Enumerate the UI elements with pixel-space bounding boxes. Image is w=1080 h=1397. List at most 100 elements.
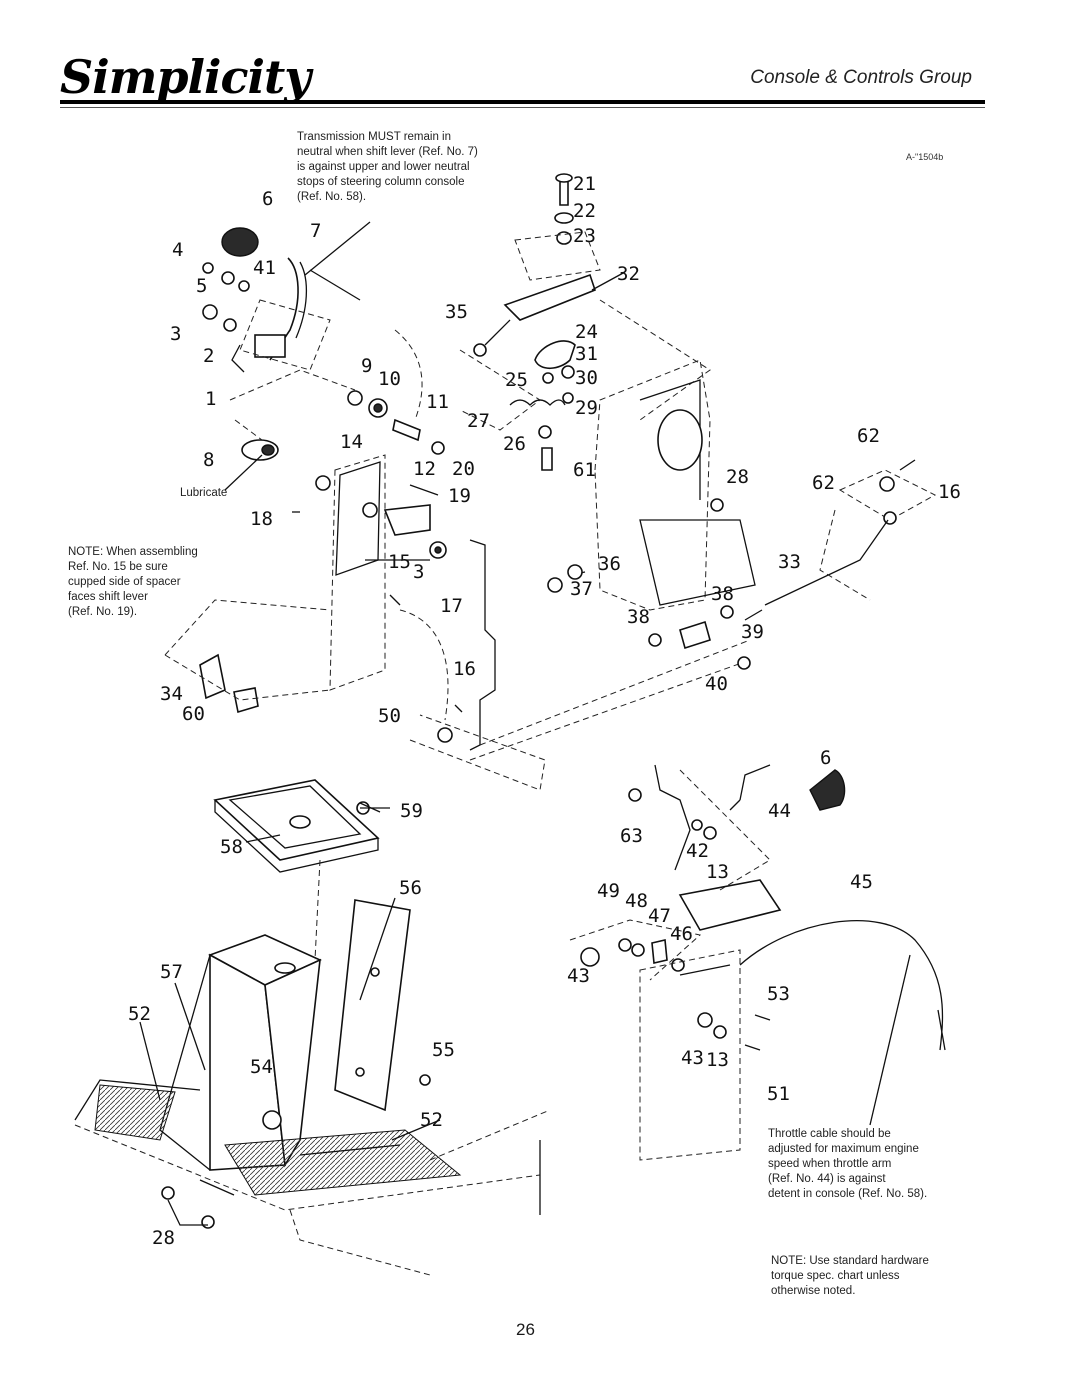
callout-30: 30 [575, 367, 598, 389]
upper-linkage [459, 173, 711, 471]
pivot-base [409, 639, 751, 791]
hardware-note: NOTE: Use standard hardware torque spec.… [771, 1255, 929, 1297]
bushing-bracket [229, 369, 356, 461]
callout-37: 37 [570, 578, 593, 600]
callout-27: 27 [467, 410, 490, 432]
callout-17: 17 [440, 595, 463, 617]
leader-lines [139, 454, 441, 1196]
callout-21: 21 [573, 173, 596, 195]
callout-62b: 62 [812, 472, 835, 494]
callout-54: 54 [250, 1056, 273, 1078]
callout-63: 63 [620, 825, 643, 847]
console-cover [213, 779, 390, 873]
callout-35: 35 [445, 301, 468, 323]
callout-1: 1 [205, 388, 216, 410]
callout-45: 45 [850, 871, 873, 893]
callout-15: 15 [388, 551, 411, 573]
callout-25: 25 [505, 369, 528, 391]
callout-13a: 13 [706, 861, 729, 883]
callout-3b: 3 [413, 561, 424, 583]
callout-26: 26 [503, 433, 526, 455]
callout-52b: 52 [420, 1109, 443, 1131]
callout-7: 7 [310, 220, 321, 242]
callout-5: 5 [196, 275, 207, 297]
callout-47: 47 [648, 905, 671, 927]
callout-16a: 16 [453, 658, 476, 680]
callout-12: 12 [413, 458, 436, 480]
callout-59: 59 [400, 800, 423, 822]
steering-column-frame [292, 454, 447, 691]
callout-46: 46 [670, 923, 693, 945]
callout-24: 24 [575, 321, 598, 343]
throttle-cable [739, 920, 946, 1126]
callout-23: 23 [573, 225, 596, 247]
spacer-note: NOTE: When assembling Ref. No. 15 be sur… [68, 546, 198, 618]
header-rule [60, 100, 985, 104]
page-number: 26 [516, 1320, 535, 1339]
callout-43a: 43 [567, 965, 590, 987]
callout-36: 36 [598, 553, 621, 575]
callout-48: 48 [625, 890, 648, 912]
lubricate-label: Lubricate [180, 487, 228, 499]
callout-50: 50 [378, 705, 401, 727]
throttle-rod-assembly [744, 459, 937, 621]
throttle-lever [628, 764, 846, 931]
callout-60: 60 [182, 703, 205, 725]
callout-41: 41 [253, 257, 276, 279]
transmission-housing [547, 359, 756, 670]
callout-6a: 6 [262, 188, 273, 210]
callout-53: 53 [767, 983, 790, 1005]
callout-9: 9 [361, 355, 372, 377]
callout-42: 42 [686, 840, 709, 862]
transmission-note: Transmission MUST remain in neutral when… [297, 131, 478, 203]
callout-56: 56 [399, 877, 422, 899]
header-rule-thin [60, 107, 985, 108]
callout-16b: 16 [938, 481, 961, 503]
callout-39: 39 [741, 621, 764, 643]
callout-28a: 28 [726, 466, 749, 488]
callout-44: 44 [768, 800, 791, 822]
callout-18: 18 [250, 508, 273, 530]
callout-11: 11 [426, 391, 449, 413]
callout-38a: 38 [711, 583, 734, 605]
callout-61: 61 [573, 459, 596, 481]
callout-40: 40 [705, 673, 728, 695]
callout-52a: 52 [128, 1003, 151, 1025]
callout-57: 57 [160, 961, 183, 983]
callout-28b: 28 [152, 1227, 175, 1249]
callout-33: 33 [778, 551, 801, 573]
callout-20: 20 [452, 458, 475, 480]
figure-id: A-"1504b [906, 152, 944, 162]
mount-brackets [164, 599, 331, 714]
throttle-note: Throttle cable should be adjusted for ma… [768, 1128, 928, 1200]
callout-4: 4 [172, 239, 183, 261]
callout-13b: 13 [706, 1049, 729, 1071]
section-title: Console & Controls Group [750, 67, 972, 88]
control-rod [399, 539, 496, 751]
callout-32: 32 [617, 263, 640, 285]
callout-10: 10 [378, 368, 401, 390]
callout-49: 49 [597, 880, 620, 902]
callout-22: 22 [573, 200, 596, 222]
callout-14: 14 [340, 431, 363, 453]
footrest-platform [74, 1079, 551, 1276]
callout-51: 51 [767, 1083, 790, 1105]
callout-3a: 3 [170, 323, 181, 345]
pivot-hardware [347, 329, 445, 455]
callout-43b: 43 [681, 1047, 704, 1069]
callout-19: 19 [448, 485, 471, 507]
callout-55: 55 [432, 1039, 455, 1061]
throttle-bracket [569, 919, 771, 1161]
callout-2: 2 [203, 345, 214, 367]
steering-column-console [159, 859, 431, 1171]
callout-62a: 62 [857, 425, 880, 447]
shift-lever-assembly [202, 221, 371, 373]
callout-58: 58 [220, 836, 243, 858]
callout-8: 8 [203, 449, 214, 471]
callout-29: 29 [575, 397, 598, 419]
callout-34: 34 [160, 683, 183, 705]
callout-labels: 6 4 5 41 7 3 2 1 9 10 11 8 14 12 20 19 1… [128, 173, 961, 1249]
callout-38b: 38 [627, 606, 650, 628]
